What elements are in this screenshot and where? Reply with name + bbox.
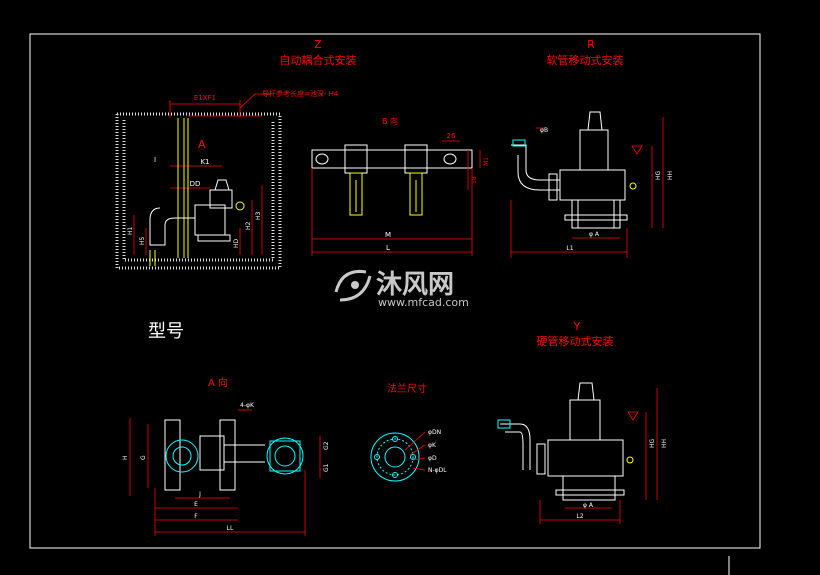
- z-hd: HD: [233, 238, 240, 248]
- flange-d: φD: [428, 455, 437, 462]
- watermark-url: www.mfcad.com: [378, 296, 469, 309]
- view-b: B 向 26 M1 18 M L: [311, 116, 490, 256]
- view-y-letter: Y: [573, 320, 581, 333]
- b-m: M: [385, 231, 391, 239]
- b-18: 18: [471, 176, 478, 184]
- model-label: 型号: [148, 321, 184, 342]
- r-pump: [511, 111, 637, 229]
- y-hg: HG: [649, 438, 656, 448]
- a-j: J: [198, 491, 201, 498]
- view-z: Z 自动耦合式安装 E1XF1 导杆参考长度=池深- H4 K1 DD: [115, 38, 357, 270]
- view-flange: 法兰尺寸 φDN φK φD N-φDL: [370, 382, 447, 482]
- b-rails: [349, 172, 423, 216]
- z-h2: H2: [245, 221, 252, 230]
- y-l2: L2: [576, 513, 583, 520]
- watermark-brand: 沐风网: [376, 270, 454, 300]
- watermark: 沐风网 www.mfcad.com: [334, 269, 469, 309]
- r-dims: [510, 117, 664, 258]
- a-g2: G2: [323, 441, 330, 450]
- z-k1: K1: [200, 158, 209, 166]
- drawing-frame: [29, 33, 761, 549]
- z-dd: DD: [190, 180, 201, 188]
- b-bracket: [311, 144, 473, 174]
- r-phib: φB: [540, 127, 548, 134]
- y-flange-cyan: [497, 419, 511, 429]
- a-assembly: [164, 419, 265, 491]
- a-flanges: [165, 437, 304, 475]
- z-pump: [149, 179, 245, 246]
- a-h: H: [122, 455, 129, 460]
- z-dims: [133, 93, 270, 255]
- a-e: E: [194, 501, 198, 508]
- view-b-title: B 向: [382, 116, 398, 126]
- view-r: R 软管移动式安装 φB HH HG φ A: [510, 38, 674, 258]
- view-y-title: 硬管移动式安装: [537, 334, 614, 348]
- r-phia: φ A: [589, 231, 600, 238]
- b-dims: [311, 140, 481, 256]
- z-a: A: [198, 138, 206, 151]
- view-a: A 向 4-φK H G G: [122, 376, 330, 536]
- view-z-letter: Z: [314, 38, 322, 51]
- view-a-title: A 向: [208, 376, 228, 389]
- r-l1: L1: [566, 245, 573, 252]
- b-l: L: [386, 244, 390, 252]
- z-note: 导杆参考长度=池深- H4: [262, 89, 339, 98]
- view-r-title: 软管移动式安装: [547, 53, 624, 67]
- r-hg: HG: [655, 170, 662, 180]
- y-dims: [539, 388, 658, 524]
- view-z-title: 自动耦合式安装: [280, 53, 357, 67]
- y-hh: HH: [661, 439, 668, 448]
- watermark-logo-dot: [351, 281, 359, 289]
- pit-walls: [115, 112, 282, 270]
- z-i: I: [154, 156, 156, 164]
- view-r-letter: R: [587, 38, 595, 51]
- guide-rail: [149, 118, 189, 266]
- z-h1: H1: [127, 226, 134, 235]
- a-g1: G1: [323, 463, 330, 472]
- z-e1xf1: E1XF1: [194, 94, 216, 102]
- b-m1: M1: [483, 157, 490, 166]
- b-26: 26: [447, 132, 456, 140]
- r-flange-cyan: [512, 139, 526, 147]
- y-pump: [500, 382, 634, 501]
- flange-ndl: N-φDL: [428, 467, 447, 474]
- a-ll: LL: [227, 525, 234, 532]
- y-phia: φ A: [583, 502, 594, 509]
- flange-leaders: [404, 431, 426, 471]
- a-g: G: [140, 455, 147, 460]
- watermark-logo: [334, 269, 372, 302]
- view-y: Y 硬管移动式安装 HH HG φ A L2: [497, 320, 668, 524]
- z-h3: H3: [255, 211, 262, 220]
- a-f: F: [194, 513, 198, 520]
- flange-k: φK: [428, 442, 437, 449]
- a-4k: 4-φK: [240, 402, 255, 409]
- a-dims: [129, 409, 321, 536]
- r-hh: HH: [667, 171, 674, 180]
- flange-dn: φDN: [428, 429, 441, 436]
- z-h5: H5: [139, 236, 146, 245]
- flange-circles: [370, 432, 420, 482]
- view-flange-title: 法兰尺寸: [387, 382, 427, 395]
